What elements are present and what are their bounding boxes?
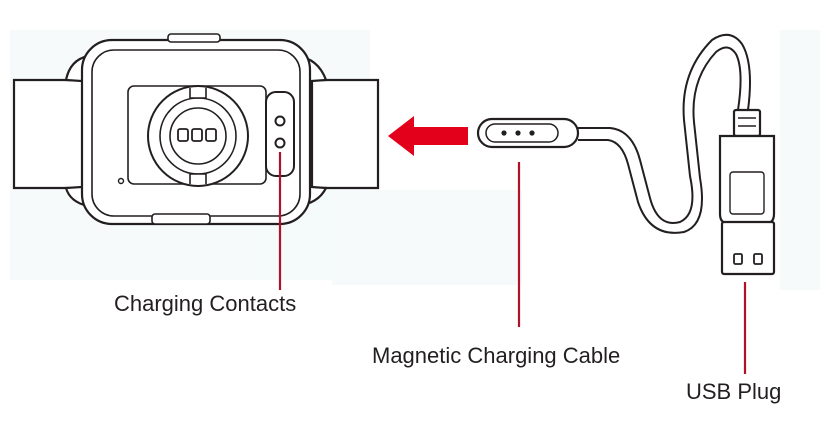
magnetic-cable-label: Magnetic Charging Cable [372,343,621,368]
charging-contact-1 [274,115,286,127]
charging-contact-2 [274,137,286,149]
magnetic-connector [476,117,580,149]
right-strap [310,78,380,190]
usb-plug-label: USB Plug [686,379,782,404]
sensor-led-3 [205,128,217,142]
usb-hole-2 [753,253,763,265]
callout-lines [278,152,747,374]
connector-pin-3 [529,130,535,136]
sensor-led-2 [191,128,203,142]
left-strap [12,78,86,190]
watch-back [12,33,380,226]
crown-button [167,33,221,43]
charging-contacts-label: Charging Contacts [114,291,297,316]
usb-plug [718,108,776,276]
sensor-led-1 [177,128,189,142]
cable [578,33,751,234]
case-dot [117,177,125,185]
usb-metal-tip [720,220,776,276]
direction-arrow [388,116,468,156]
connector-pin-1 [501,130,507,136]
connector-pin-2 [515,130,521,136]
bottom-slot [151,213,211,225]
usb-strain-relief [732,108,762,138]
usb-hole-1 [733,253,743,265]
